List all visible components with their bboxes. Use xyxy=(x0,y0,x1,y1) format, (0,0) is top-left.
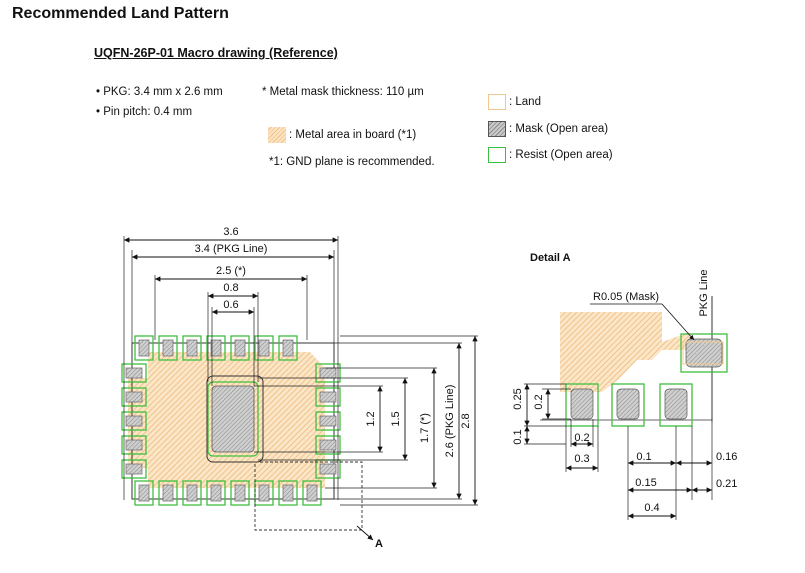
pkg-size-spec: • PKG: 3.4 mm x 2.6 mm xyxy=(96,86,223,98)
dim-pkg-width: 3.4 (PKG Line) xyxy=(195,243,268,255)
detail-a-drawing xyxy=(524,296,728,520)
detail-dim-0-4: 0.4 xyxy=(644,502,659,514)
dim-pad-mask-width: 0.6 xyxy=(223,299,238,311)
gnd-footnote: *1: GND plane is recommended. xyxy=(269,156,435,168)
detail-dim-0-2-h: 0.2 xyxy=(533,394,545,409)
legend-mask-label: : Mask (Open area) xyxy=(509,123,609,135)
mask-swatch xyxy=(488,121,506,137)
detail-a-title: Detail A xyxy=(530,252,571,264)
radius-note: R0.05 (Mask) xyxy=(593,291,659,303)
detail-dim-0-25: 0.25 xyxy=(512,388,524,409)
pin-pitch-spec: • Pin pitch: 0.4 mm xyxy=(96,106,193,118)
metal-area-label: : Metal area in board (*1) xyxy=(289,129,417,141)
legend-resist-label: : Resist (Open area) xyxy=(509,149,613,161)
metal-area-swatch xyxy=(268,127,286,143)
detail-dim-0-2-w: 0.2 xyxy=(574,432,589,444)
dim-pad-land-width: 0.8 xyxy=(223,282,238,294)
pkg-line-label: PKG Line xyxy=(698,269,710,316)
dim-land-height: 1.5 xyxy=(390,411,402,426)
dim-3-6: 3.6 xyxy=(223,226,238,238)
detail-dim-0-15: 0.15 xyxy=(635,477,656,489)
dim-mask-height: 1.2 xyxy=(365,411,377,426)
detail-callout-label: A xyxy=(375,538,383,550)
dim-inner-width: 2.5 (*) xyxy=(216,265,246,277)
detail-dim-0-21: 0.21 xyxy=(716,478,737,490)
dim-pkg-height: 2.6 (PKG Line) xyxy=(444,385,456,458)
dim-total-height: 2.8 xyxy=(460,413,472,428)
resist-swatch xyxy=(488,147,506,163)
detail-dim-0-1: 0.1 xyxy=(636,451,651,463)
land-swatch xyxy=(488,94,506,110)
main-land-pattern xyxy=(121,236,478,541)
detail-dim-0-16: 0.16 xyxy=(716,451,737,463)
detail-dim-0-3: 0.3 xyxy=(574,453,589,465)
detail-dim-0-1-gap: 0.1 xyxy=(512,429,524,444)
dim-inner-height: 1.7 (*) xyxy=(419,413,431,443)
page-title: Recommended Land Pattern xyxy=(12,5,229,22)
legend-land-label: : Land xyxy=(509,96,541,108)
drawing-subtitle: UQFN-26P-01 Macro drawing (Reference) xyxy=(94,46,338,60)
mask-thickness-spec: * Metal mask thickness: 110 µm xyxy=(262,86,424,98)
